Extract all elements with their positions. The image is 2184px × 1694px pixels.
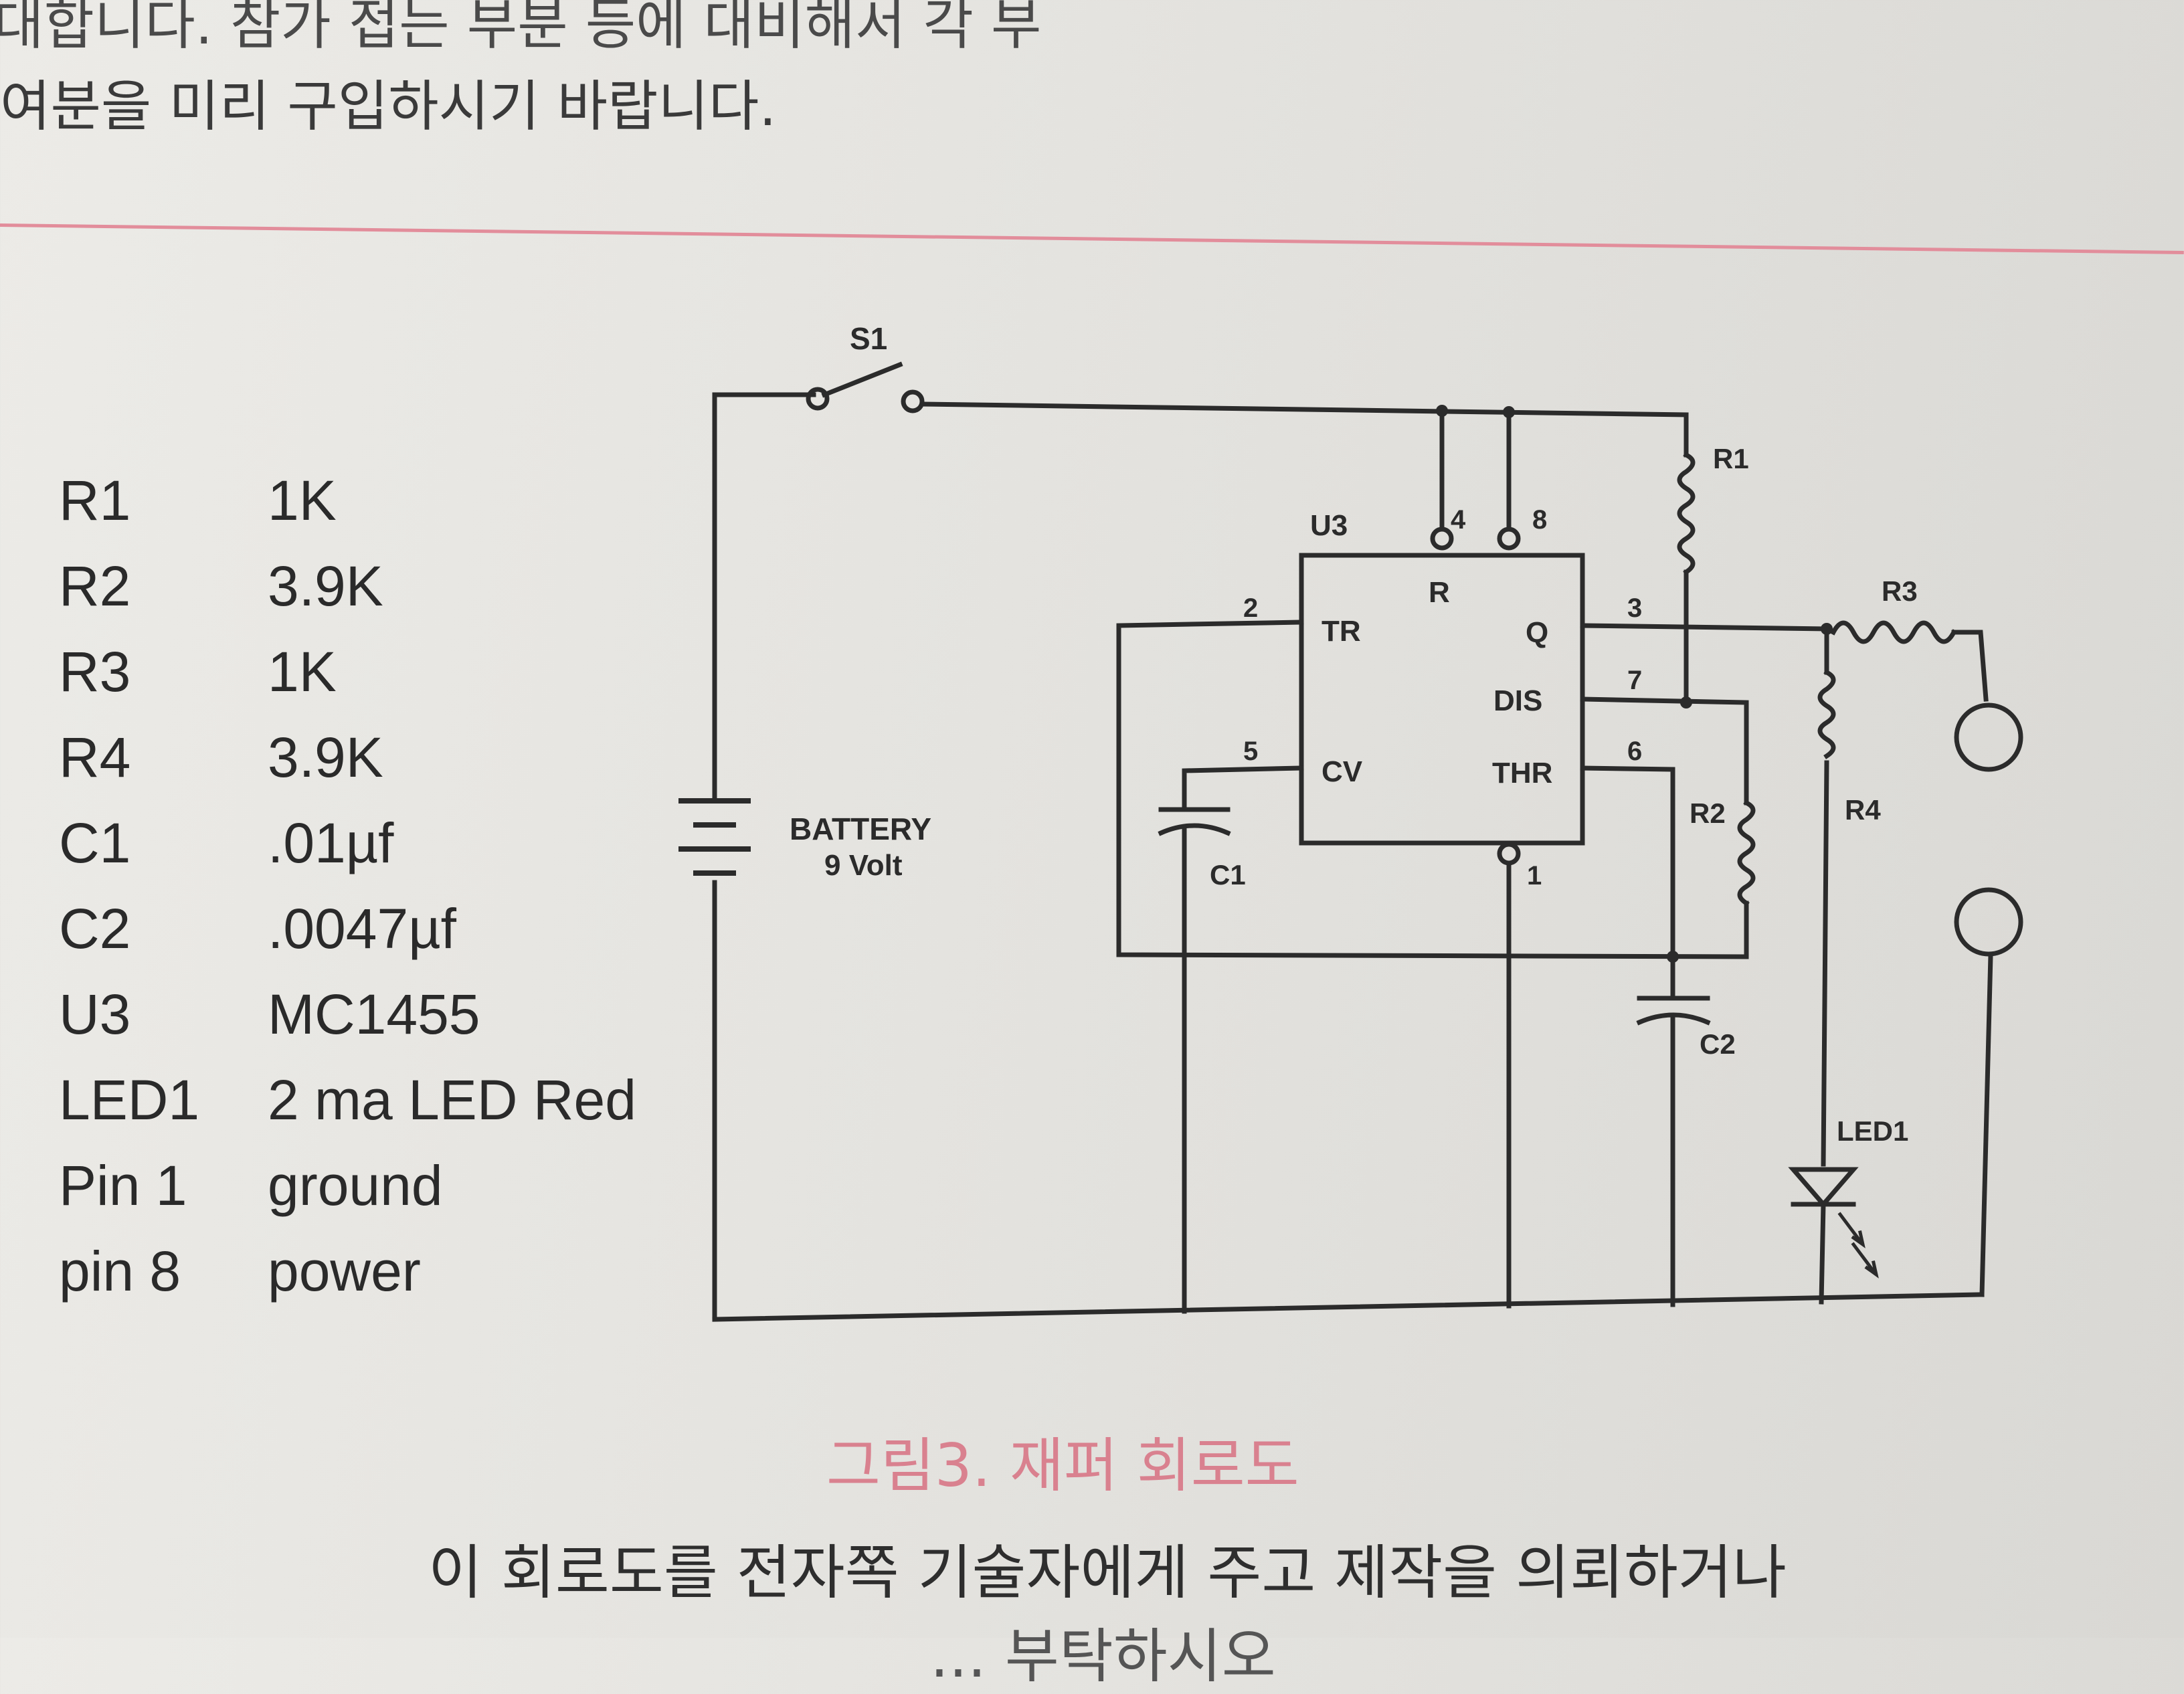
pin-name-discharge: DIS bbox=[1493, 684, 1542, 717]
body-text-line-2: ... 부탁하시오 bbox=[930, 1622, 1276, 1691]
ground-bus bbox=[712, 1292, 1985, 1322]
led-symbol bbox=[1788, 1167, 1859, 1208]
pin4-dot bbox=[1430, 527, 1454, 551]
part-ref: R3 bbox=[59, 640, 131, 703]
part-value: 1K bbox=[268, 469, 337, 532]
label-s1: S1 bbox=[850, 321, 887, 356]
pin-number-8: 8 bbox=[1532, 505, 1547, 535]
label-r1: R1 bbox=[1713, 443, 1749, 474]
wire-pin5 bbox=[1182, 765, 1304, 809]
part-value: 2 ma LED Red bbox=[268, 1068, 636, 1131]
part-value: 1K bbox=[268, 640, 337, 703]
wire-terminal2 bbox=[1979, 953, 1993, 1297]
body-text-line-1: 이 회로도를 전자쪽 기술자에게 주고 제작을 의뢰하거나 bbox=[428, 1538, 1787, 1607]
part-ref: LED1 bbox=[59, 1068, 200, 1131]
switch-lever bbox=[821, 361, 903, 398]
resistor-r2 bbox=[1737, 799, 1756, 907]
pin-name-threshold: THR bbox=[1492, 757, 1552, 789]
part-ref: Pin 1 bbox=[59, 1154, 187, 1217]
part-value: power bbox=[268, 1240, 421, 1303]
part-value: 3.9K bbox=[268, 726, 383, 789]
junction-dot bbox=[1667, 951, 1679, 963]
pin-number-1: 1 bbox=[1527, 861, 1542, 890]
wire-pin7 bbox=[1580, 696, 1749, 806]
part-ref: C2 bbox=[59, 897, 131, 960]
part-value: .0047µf bbox=[268, 897, 456, 960]
part-value: 3.9K bbox=[268, 555, 383, 618]
wire-pin6 bbox=[1580, 765, 1675, 959]
resistor-r3 bbox=[1830, 620, 1957, 644]
wire-top bbox=[919, 401, 1689, 417]
battery-symbol bbox=[678, 798, 751, 876]
part-ref: R2 bbox=[59, 555, 131, 618]
resistor-r4 bbox=[1817, 669, 1836, 759]
page-text-top-line-1: 대합니다. 참가 접는 부분 등에 대비해서 각 부 bbox=[0, 0, 1042, 57]
led-arrows bbox=[1837, 1212, 1879, 1279]
part-ref: U3 bbox=[59, 983, 131, 1046]
label-r3: R3 bbox=[1882, 575, 1918, 607]
pin1-dot bbox=[1497, 842, 1521, 866]
pin-name-control: CV bbox=[1322, 755, 1363, 788]
wire-r3-out bbox=[1951, 630, 1989, 702]
part-ref: R1 bbox=[59, 469, 131, 532]
circuit-schematic: S1 U3 4 8 R TR CV Q DIS THR 2 5 3 7 6 1 … bbox=[678, 321, 2023, 1322]
label-c2: C2 bbox=[1700, 1028, 1736, 1060]
wire-pin3 bbox=[1580, 623, 1829, 632]
pin-number-5: 5 bbox=[1243, 737, 1258, 766]
part-value: MC1455 bbox=[268, 983, 480, 1046]
figure-caption: 그림3. 재퍼 회로도 bbox=[826, 1431, 1299, 1500]
junction-dot bbox=[1503, 406, 1515, 418]
switch-contact-right bbox=[901, 389, 925, 413]
output-terminal-1 bbox=[1954, 702, 2023, 772]
junction-dot bbox=[1680, 696, 1692, 709]
led-wire-bottom bbox=[1819, 1202, 1826, 1305]
pin8-dot bbox=[1497, 527, 1521, 551]
page-text-top-line-2: 여분을 미리 구입하시기 바랍니다. bbox=[0, 75, 777, 138]
pin-number-7: 7 bbox=[1627, 666, 1642, 695]
label-c1: C1 bbox=[1210, 859, 1246, 890]
part-ref: R4 bbox=[59, 726, 131, 789]
wire-r4-led bbox=[1821, 760, 1829, 1167]
label-battery: BATTERY bbox=[790, 812, 931, 846]
label-battery-voltage: 9 Volt bbox=[824, 849, 903, 882]
output-terminal-2 bbox=[1954, 887, 2023, 957]
pin-number-2: 2 bbox=[1243, 593, 1258, 623]
pin-name-reset: R bbox=[1429, 576, 1450, 609]
resistor-r1 bbox=[1677, 452, 1696, 575]
label-r2: R2 bbox=[1690, 797, 1726, 829]
part-value: ground bbox=[268, 1154, 443, 1217]
pin-number-6: 6 bbox=[1627, 737, 1642, 766]
junction-dot bbox=[1821, 623, 1833, 635]
junction-dot bbox=[1436, 405, 1448, 417]
switch-contact-left bbox=[806, 387, 830, 411]
label-r4: R4 bbox=[1845, 794, 1881, 826]
pin-name-output: Q bbox=[1526, 616, 1548, 649]
wire-pin2 bbox=[1116, 620, 1749, 959]
part-value: .01µf bbox=[268, 812, 394, 874]
label-led1: LED1 bbox=[1837, 1115, 1908, 1147]
label-u3: U3 bbox=[1310, 509, 1348, 542]
part-ref: pin 8 bbox=[59, 1240, 181, 1303]
pin-number-3: 3 bbox=[1627, 593, 1642, 623]
part-ref: C1 bbox=[59, 812, 131, 874]
pin-name-trigger: TR bbox=[1322, 615, 1361, 648]
capacitor-c1 bbox=[1158, 807, 1231, 836]
pin-number-4: 4 bbox=[1451, 505, 1466, 535]
